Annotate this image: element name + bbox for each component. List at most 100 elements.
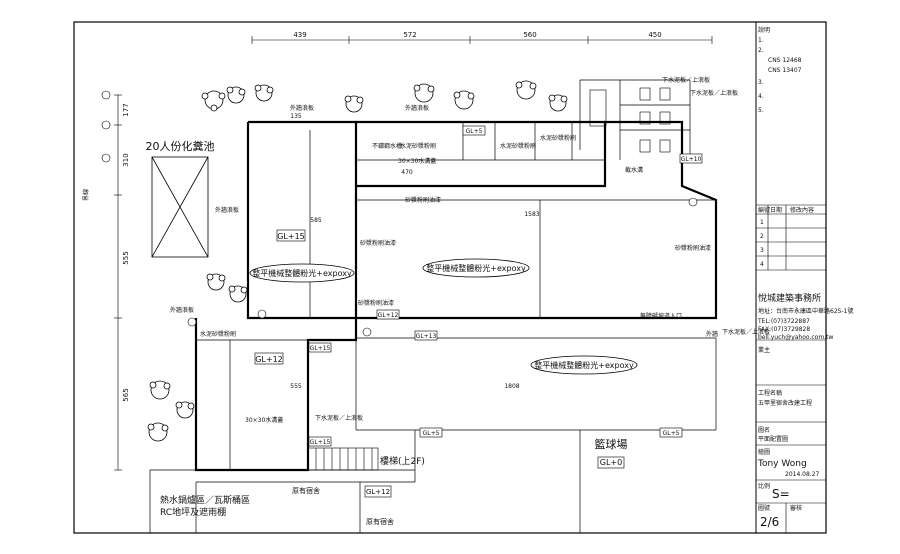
scale-value: S=	[772, 487, 790, 501]
stairs	[307, 447, 379, 471]
project-name: 五甲里宿舍改建工程	[758, 399, 812, 407]
firm-email: bell.yuch@yahoo.com.tw	[758, 334, 833, 341]
cement-curb-2: 水泥砂漿粉刷	[500, 142, 536, 150]
brick-wall-1: 砂漿粉刷油漆	[360, 239, 396, 247]
note-7: 5.	[758, 107, 764, 114]
dorm-label-2: 原有宿舍	[366, 517, 394, 526]
mud-board-1: 下水泥板／上浪板	[662, 76, 710, 84]
note-6: 4.	[758, 93, 764, 100]
title-block-lines	[756, 204, 826, 533]
dim-left-4: 565	[122, 388, 130, 401]
brick-wall-3: 砂漿粉刷油漆	[675, 244, 711, 252]
brick-wall-2: 砂漿粉刷油漆	[405, 196, 441, 204]
left-edge-label: 界線	[82, 189, 90, 201]
gl-label-8: GL+15	[310, 439, 331, 446]
firm-name: 悅城建築事務所	[758, 292, 821, 304]
finish-ellipse-2	[422, 258, 530, 278]
rev-row-2: 2	[760, 233, 764, 240]
dim-top-3: 560	[523, 31, 536, 39]
gl-label-7: GL+13	[416, 333, 437, 340]
trees	[147, 80, 568, 442]
notes-header: 說明	[758, 26, 770, 34]
building-walls	[194, 120, 718, 472]
project-label: 工程名稱	[758, 389, 782, 397]
outer-wall-5: 外牆	[706, 330, 718, 338]
gl-label-5: GL+15	[310, 345, 331, 352]
floor-finish-2: 整平機械整體粉光+expoxy	[426, 263, 526, 273]
stainless-sink: 不鏽鋼水槽	[372, 142, 402, 150]
rev-header-no: 編號	[758, 206, 770, 214]
rev-header-date: 日期	[770, 206, 782, 214]
dim-inner-2: 470	[401, 169, 413, 176]
rc-note-1: 熱水鍋爐區／瓦斯桶區	[160, 494, 250, 506]
gl-label-11: GL+5	[663, 430, 680, 437]
grid-bubbles-left	[101, 90, 111, 163]
dim-left-2: 310	[122, 153, 130, 166]
court-label: 籃球場	[595, 437, 628, 451]
dim-inner-5: 585	[310, 217, 322, 224]
finish-ellipse-1	[249, 263, 355, 283]
drawing-date: 2014.08.27	[785, 471, 820, 478]
cement-curb-1: 水泥砂漿粉刷	[400, 142, 436, 150]
gl-label-1: GL+15	[277, 232, 305, 241]
check-label: 審核	[790, 504, 802, 512]
gl-label-6: GL+12	[378, 312, 399, 319]
cement-curb-3: 水泥砂漿粉刷	[540, 134, 576, 142]
drawn-label: 繪圖	[758, 448, 770, 456]
rev-row-4: 4	[760, 261, 764, 268]
dim-inner-6: 555	[290, 383, 302, 390]
drawing-label: 圖名	[758, 426, 770, 434]
mud-board-4: 下水泥板／上浪板	[690, 89, 738, 97]
court-gl-label: GL+0	[600, 458, 622, 467]
sheet-label: 圖號	[758, 504, 770, 512]
top-dimension-line	[251, 36, 713, 44]
note-4: CNS 13407	[768, 67, 802, 74]
water-cut: 截水溝	[625, 166, 643, 174]
gl-label-4: GL+12	[255, 355, 283, 364]
dim-top-4: 450	[648, 31, 661, 39]
septic-label: 20人份化糞池	[146, 139, 215, 153]
note-1: 1.	[758, 37, 764, 44]
cement-curb-4: 水泥砂漿粉刷	[200, 330, 236, 338]
sheet-border	[73, 21, 827, 534]
note-2: 2.	[758, 47, 764, 54]
dim-inner-3: 1808	[504, 383, 519, 390]
toilet-fixtures	[589, 87, 671, 153]
brick-wall-4: 砂漿粉刷油漆	[358, 299, 394, 307]
note-5: 3.	[758, 79, 764, 86]
dim-inner-4: 135	[290, 113, 302, 120]
outer-wall-2: 外牆浪板	[405, 104, 429, 112]
rc-note-2: RC地坪及遮雨棚	[160, 506, 226, 518]
dim-left-3: 555	[122, 251, 130, 264]
firm-fax: FAX:(07)3729828	[758, 326, 810, 333]
gl-label-3: GL+10	[681, 156, 702, 163]
rev-row-3: 3	[760, 247, 764, 254]
mud-board-3: 下水泥板／上浪板	[315, 414, 363, 422]
mud-board-2: 下水泥板／上浪板	[722, 328, 770, 336]
outer-wall-3: 外牆浪板	[215, 206, 239, 214]
dim-left-1: 177	[122, 103, 130, 116]
floor-finish-1: 整平機械整體粉光+expoxy	[252, 268, 352, 278]
sheet-value: 2/6	[760, 515, 779, 529]
firm-address: 地址：台南市永康區中華路625-1號	[758, 307, 853, 315]
drawing-name: 平面配置圖	[758, 436, 788, 443]
septic-tank	[151, 156, 209, 258]
outer-wall-1: 外牆浪板	[290, 104, 314, 112]
gl-label-2: GL+5	[466, 128, 483, 135]
dim-top-1: 439	[293, 31, 306, 39]
floor-finish-3: 整平機械整體粉光+expoxy	[534, 360, 634, 370]
dorm-label-1: 原有宿舍	[292, 486, 320, 495]
stairs-label: 樓梯(上2F)	[380, 455, 425, 467]
finish-ellipse-3	[530, 355, 638, 375]
court-gl-box	[597, 456, 625, 469]
owner-label: 業主	[758, 346, 770, 354]
reference-markers	[187, 197, 698, 337]
gl-label-10: GL+12	[366, 488, 390, 496]
rev-row-1: 1	[760, 219, 764, 226]
drain-cover-1: 30×30水溝蓋	[398, 157, 436, 165]
gl-boxes	[254, 125, 703, 498]
left-dimension-line	[114, 94, 122, 471]
dim-inner-1: 1583	[524, 211, 539, 218]
